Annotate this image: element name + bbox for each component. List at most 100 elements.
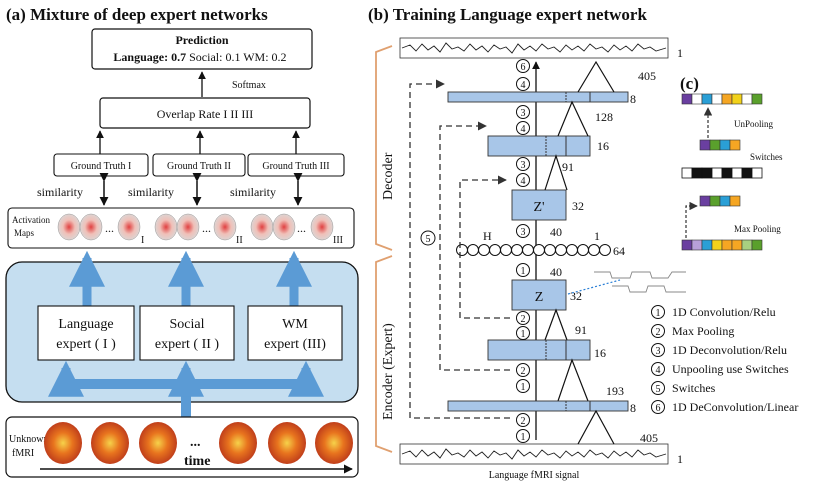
encoder-num-193: 193 (606, 384, 624, 398)
panel-c-title: (c) (680, 74, 699, 93)
decoder-num-405: 405 (638, 69, 656, 83)
svg-text:2: 2 (521, 366, 526, 377)
decoder-kernel-mid (557, 100, 589, 137)
encoder-kernel-low (544, 308, 568, 341)
activation-dots-3: ... (297, 221, 306, 235)
svg-text:3: 3 (521, 227, 526, 238)
svg-text:4: 4 (656, 365, 661, 376)
panel-c-pooled-top (699, 139, 741, 151)
panel-c-top-row (681, 93, 763, 105)
activation-roman-2: II (236, 235, 243, 246)
svg-text:1: 1 (521, 266, 526, 277)
input-signal-1: 1 (677, 452, 683, 466)
max-pooling-arrow (685, 201, 698, 238)
encoder-num-8: 8 (630, 401, 636, 415)
softmax-label: Softmax (232, 80, 266, 91)
decoder-layer-16 (487, 135, 591, 157)
svg-text:1: 1 (521, 382, 526, 393)
prediction-box: Prediction Language: 0.7 Social: 0.1 WM:… (91, 28, 313, 70)
signal-caption: Language fMRI signal (489, 470, 580, 481)
svg-text:1D Convolution/Relu: 1D Convolution/Relu (672, 305, 776, 319)
encoder-kernel-top (577, 409, 615, 445)
svg-text:1: 1 (521, 329, 526, 340)
prediction-heading: Prediction (175, 33, 228, 47)
similarity-label-3: similarity (230, 185, 276, 199)
ground-truth-2-label: Ground Truth II (167, 161, 231, 172)
wm-expert-line2: expert (III) (264, 337, 326, 352)
svg-text:3: 3 (656, 346, 661, 357)
ground-truth-2: Ground Truth II (152, 153, 246, 177)
svg-text:3: 3 (521, 108, 526, 119)
encoder-num-405: 405 (640, 431, 658, 445)
activation-label-1: Activation (12, 215, 50, 225)
svg-text:2: 2 (521, 314, 526, 325)
svg-text:6: 6 (521, 62, 526, 73)
similarity-label-1: similarity (37, 185, 83, 199)
switch-dashed-lines (409, 79, 510, 419)
output-signal-1: 1 (677, 46, 683, 60)
encoder-label: Encoder (Expert) (381, 323, 396, 420)
activation-map-group-3: ... III (250, 213, 343, 246)
ground-truth-3-label: Ground Truth III (262, 161, 329, 172)
svg-text:5: 5 (656, 384, 661, 395)
panel-c-pooled-bottom (699, 195, 741, 207)
similarity-row: similarity similarity similarity (37, 172, 303, 206)
decoder-z-prime: Z' (511, 189, 567, 221)
svg-text:Unpooling use Switches: Unpooling use Switches (672, 362, 789, 376)
encoder-num-40: 40 (550, 265, 562, 279)
prediction-lang-label: Language: (113, 50, 171, 64)
language-expert-line2: expert ( I ) (56, 337, 116, 352)
overlap-rate-label: Overlap Rate I II III (157, 107, 254, 121)
panel-b-title: (b) Training Language expert network (368, 5, 647, 24)
max-pooling-label: Max Pooling (734, 224, 781, 234)
output-signal-box (399, 37, 669, 59)
unpooling-label: UnPooling (734, 119, 774, 129)
hidden-layer-h: H (456, 229, 611, 256)
decoder-num-128: 128 (595, 110, 613, 124)
decoder-step-circles: 6 4 3 4 3 4 3 (516, 59, 530, 238)
wm-expert-line1: WM (282, 317, 308, 332)
svg-text:3: 3 (521, 160, 526, 171)
svg-text:1: 1 (521, 432, 526, 443)
decoder-kernel-top (577, 60, 615, 93)
z-signal-thumbnail (594, 271, 686, 279)
decoder-num-16: 16 (597, 139, 609, 153)
h-num-64: 64 (613, 244, 625, 258)
brain-icon-1 (44, 422, 82, 464)
decoder-num-8: 8 (630, 92, 636, 106)
z-thumbnail-connector (567, 279, 621, 295)
panel-c-bottom-row (681, 239, 763, 251)
svg-text:4: 4 (521, 80, 526, 91)
activation-dots-1: ... (105, 221, 114, 235)
unknown-label: Unknown (9, 434, 48, 445)
unknown-fmri-box: Unknown fMRI ... time (5, 416, 359, 478)
decoder-num-40: 40 (550, 225, 562, 239)
activation-label-2: Maps (14, 228, 34, 238)
input-signal-waveform (401, 448, 667, 460)
decoder-bracket (375, 45, 393, 251)
social-expert-box: Social expert ( II ) (139, 305, 235, 361)
decoder-num-91: 91 (562, 160, 574, 174)
brain-icon-5 (268, 422, 306, 464)
h-num-1: 1 (594, 229, 600, 243)
social-expert-line2: expert ( II ) (155, 337, 219, 352)
switch-circle-5-label: 5 (426, 234, 431, 245)
output-signal-waveform (401, 42, 667, 54)
wm-expert-box: WM expert (III) (247, 305, 343, 361)
input-distribution-arrows (48, 360, 324, 420)
encoder-layer-16 (487, 339, 591, 361)
ground-truth-1: Ground Truth I (53, 153, 149, 177)
brain-icon-6 (315, 422, 353, 464)
switch-circle-5 (420, 230, 436, 246)
svg-text:2: 2 (521, 416, 526, 427)
activation-map-group-1: ... I (57, 213, 144, 246)
panel-c-switch-row (681, 167, 763, 179)
encoder-bracket (375, 255, 393, 453)
decoder-kernel-low (544, 154, 568, 191)
ground-truth-1-label: Ground Truth I (71, 161, 132, 172)
